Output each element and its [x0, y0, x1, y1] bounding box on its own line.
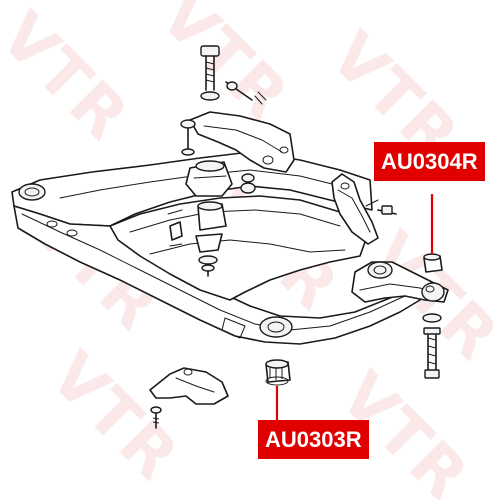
right-bracket — [331, 173, 397, 245]
right-bushing-assembly — [421, 253, 445, 379]
part-label-au0303r[interactable]: AU0303R — [258, 420, 369, 459]
part-label-au0304r[interactable]: AU0304R — [374, 142, 485, 181]
center-bushing — [265, 359, 291, 386]
upper-mount-bracket — [180, 45, 295, 173]
lower-shield — [149, 367, 229, 429]
center-mount-stack — [167, 160, 256, 277]
